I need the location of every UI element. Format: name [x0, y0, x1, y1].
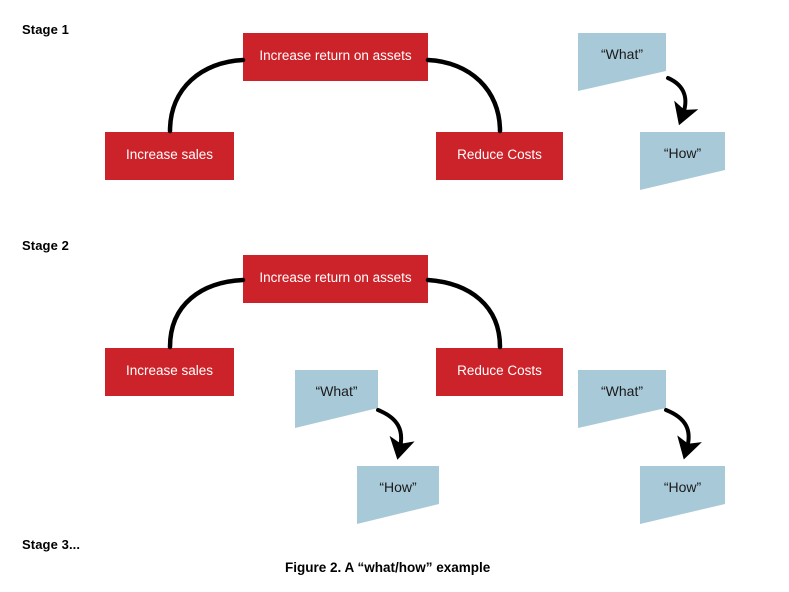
trapezoid-label-what-middle: “What” — [315, 383, 358, 399]
arc-increase-sales-to-return — [167, 57, 246, 134]
box-increase-return-on-assets[interactable] — [243, 255, 428, 303]
trapezoid-how-middle[interactable] — [357, 466, 439, 524]
trapezoid-how-right[interactable] — [640, 466, 725, 524]
box-label-reduce-costs: Reduce Costs — [457, 363, 542, 378]
box-label-increase-sales: Increase sales — [125, 147, 214, 162]
arrow-what-to-how — [666, 76, 699, 126]
arc-increase-sales-to-return — [167, 277, 246, 350]
trapezoid-label-what-right: “What” — [601, 383, 643, 399]
trapezoid-label-what: “What” — [601, 46, 643, 62]
box-reduce-costs[interactable] — [436, 132, 563, 180]
trapezoid-what-middle[interactable] — [295, 370, 378, 428]
box-label-increase-sales: Increase sales — [125, 363, 214, 378]
arc-return-to-reduce-costs — [425, 57, 503, 134]
stage-1-label: Stage 1 — [22, 22, 69, 37]
trapezoid-how[interactable] — [640, 132, 725, 190]
box-label-increase-return-on-assets: Increase return on assets — [259, 270, 412, 285]
box-label-increase-return-on-assets: Increase return on assets — [259, 48, 412, 63]
box-increase-sales[interactable] — [105, 348, 234, 396]
box-increase-return-on-assets[interactable] — [243, 33, 428, 81]
arrow-what-to-how-right — [664, 408, 702, 460]
box-increase-sales[interactable] — [105, 132, 234, 180]
arrow-what-to-how-middle — [376, 408, 415, 460]
trapezoid-label-how-middle: “How” — [379, 479, 417, 495]
arc-return-to-reduce-costs — [425, 277, 503, 350]
trapezoid-label-how: “How” — [663, 145, 702, 161]
stage-2-label: Stage 2 — [22, 238, 69, 253]
trapezoid-what[interactable] — [578, 33, 666, 91]
figure-caption: Figure 2. A “what/how” example — [285, 560, 491, 575]
trapezoid-label-how-right: “How” — [663, 479, 702, 495]
box-label-reduce-costs: Reduce Costs — [457, 147, 542, 162]
stage-3-label: Stage 3... — [22, 537, 81, 552]
trapezoid-what-right[interactable] — [578, 370, 666, 428]
box-reduce-costs[interactable] — [436, 348, 563, 396]
